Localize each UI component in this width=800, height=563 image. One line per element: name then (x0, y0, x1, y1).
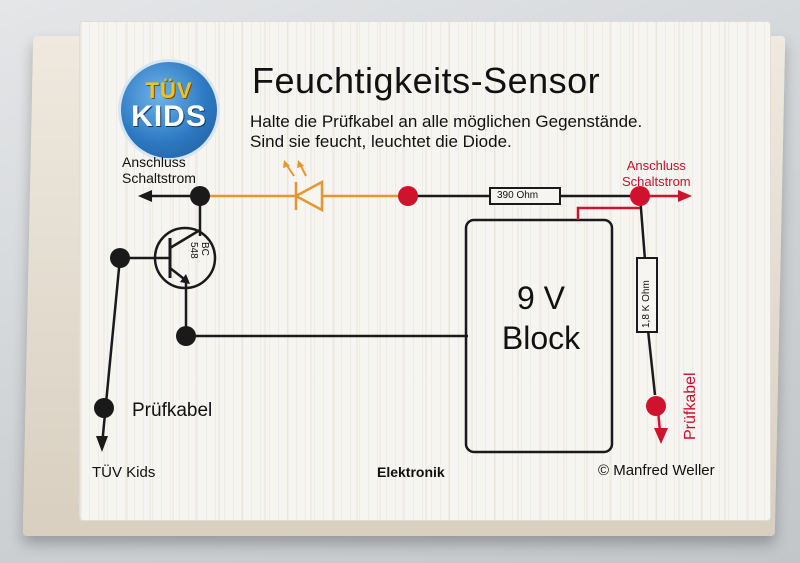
terminal-probe-right (646, 396, 666, 416)
label-resistor-top: 390 Ohm (497, 190, 539, 201)
terminal-base (110, 248, 130, 268)
label-transistor-line-2: 548 (188, 242, 199, 259)
label-anschluss-right: Anschluss Schaltstrom (622, 158, 691, 190)
description: Halte die Prüfkabel an alle möglichen Ge… (250, 112, 642, 152)
label-anschluss-right-line-1: Anschluss (626, 158, 686, 173)
terminal-emitter (176, 326, 196, 346)
description-line-1: Halte die Prüfkabel an alle möglichen Ge… (250, 112, 643, 131)
terminal-collector (190, 186, 210, 206)
label-pruefkabel-right: Prüfkabel (682, 372, 699, 440)
label-anschluss-left: Anschluss Schaltstrom (122, 154, 196, 186)
description-line-2: Sind sie feucht, leuchtet die Diode. (250, 132, 512, 151)
footer-right: © Manfred Weller (598, 462, 715, 479)
arrow-left-output (138, 190, 152, 202)
resistor-right (636, 257, 658, 333)
arrow-right-output (678, 190, 692, 202)
footer-left: TÜV Kids (92, 464, 156, 481)
label-anschluss-right-line-2: Schaltstrom (622, 174, 691, 189)
wire-to-resistor-right (638, 195, 647, 261)
resistor-top (489, 187, 561, 205)
led-diode-symbol (283, 160, 324, 213)
label-resistor-right: 1,8 K Ohm (641, 280, 652, 328)
logo-line-2: KIDS (131, 100, 207, 133)
transistor-symbol (153, 226, 217, 290)
terminal-led (398, 186, 418, 206)
wire-battery-positive (576, 206, 640, 220)
battery-label: 9 V Block (472, 278, 610, 358)
terminal-probe-left (94, 398, 114, 418)
label-anschluss-left-line-2: Schaltstrom (122, 170, 196, 186)
arrow-probe-right (654, 428, 668, 444)
wire-to-probe-right (646, 329, 657, 396)
label-transistor-line-1: BC (199, 242, 210, 256)
label-anschluss-left-line-1: Anschluss (122, 154, 186, 170)
label-pruefkabel-left: Prüfkabel (132, 400, 213, 421)
page-title: Feuchtigkeits-Sensor (252, 60, 601, 101)
battery-block (464, 218, 614, 454)
footer-center: Elektronik (377, 464, 445, 480)
tuv-kids-logo: TÜV KIDS (121, 62, 217, 158)
logo-line-1: TÜV (145, 78, 193, 103)
battery-label-line-2: Block (501, 320, 581, 356)
arrow-probe-left (96, 436, 108, 452)
battery-label-line-1: 9 V (516, 280, 566, 316)
terminal-positive (630, 186, 650, 206)
